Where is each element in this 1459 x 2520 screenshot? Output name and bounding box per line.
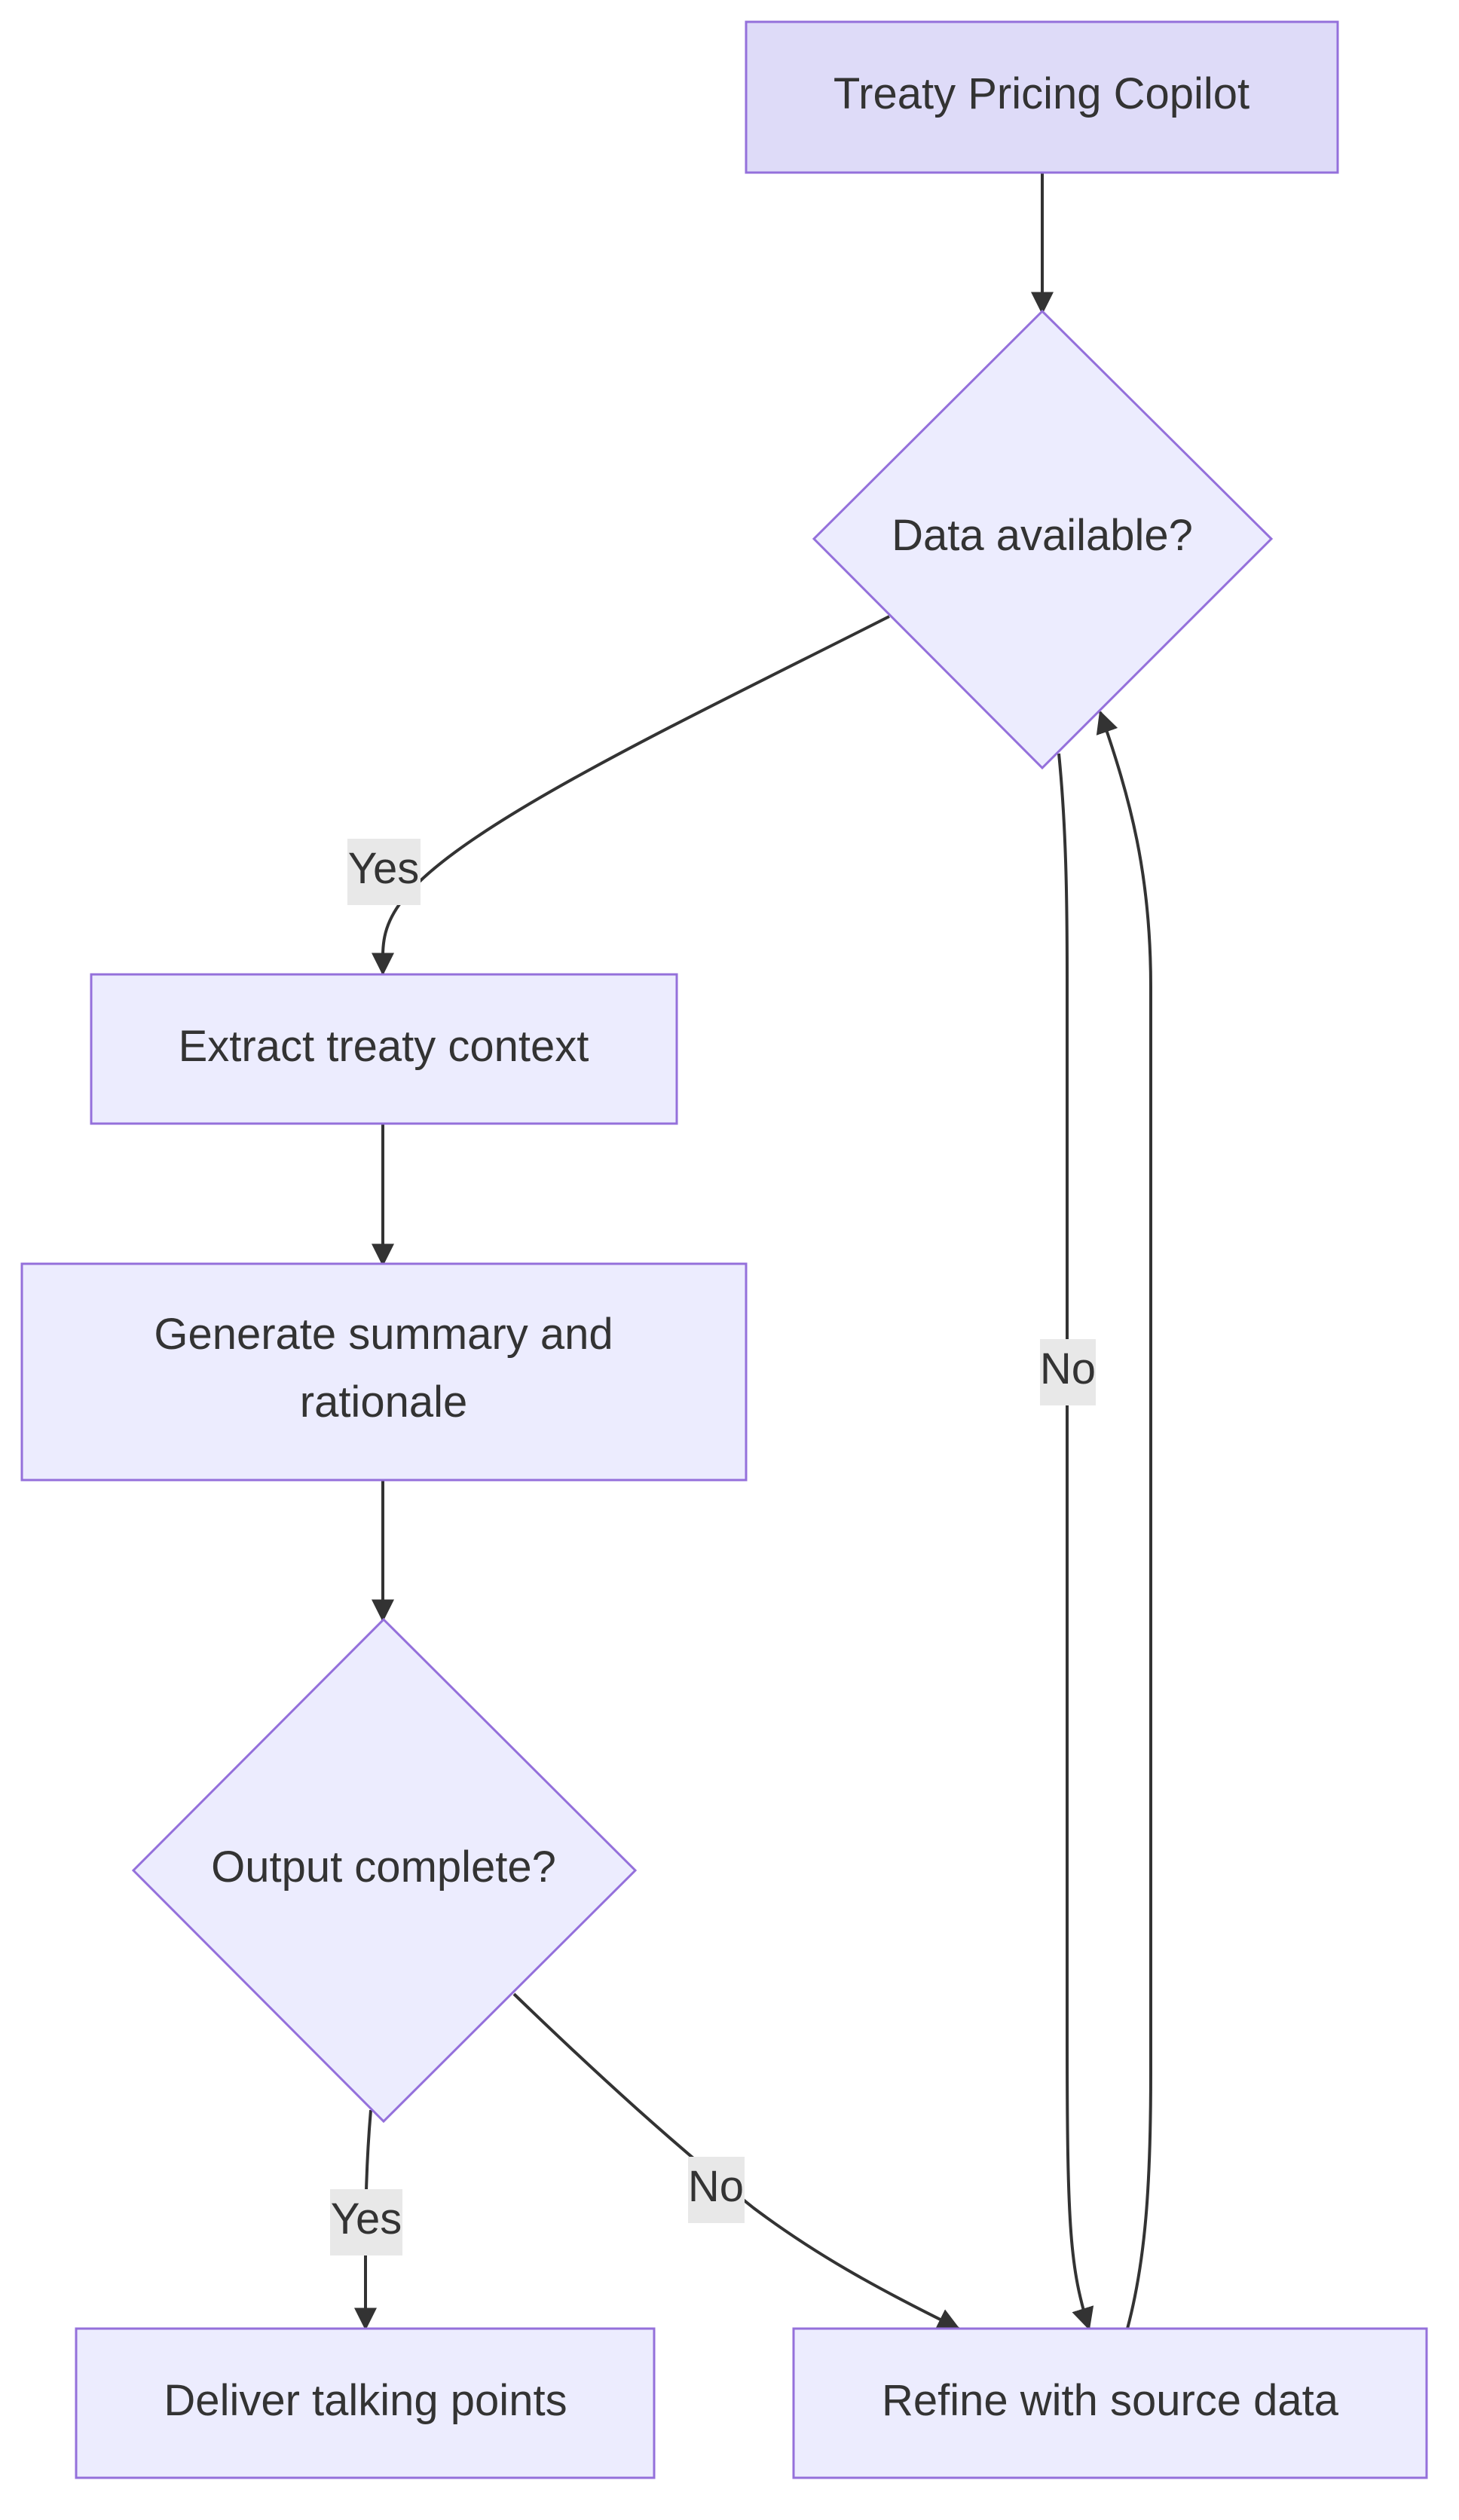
node-data-check-label: Data available? bbox=[892, 511, 1193, 560]
edge-data-no bbox=[1057, 753, 1094, 2331]
edge-data-yes bbox=[371, 615, 890, 976]
node-extract-label: Extract treaty context bbox=[179, 1022, 589, 1071]
node-generate-label-line1: Generate summary and bbox=[154, 1310, 613, 1359]
node-deliver: Deliver talking points bbox=[75, 2327, 656, 2479]
node-start-label: Treaty Pricing Copilot bbox=[833, 69, 1249, 118]
edge-label-output-no-text: No bbox=[688, 2162, 744, 2211]
edge-output-no bbox=[512, 1992, 961, 2330]
edge-label-data-yes-text: Yes bbox=[348, 844, 420, 893]
edge-label-output-no: No bbox=[688, 2157, 745, 2223]
node-deliver-label: Deliver talking points bbox=[164, 2376, 567, 2425]
edge-label-data-no-text: No bbox=[1040, 1344, 1096, 1393]
edge-label-data-yes: Yes bbox=[347, 839, 421, 905]
node-output-check: Output complete? bbox=[131, 1617, 638, 2124]
edge-label-data-no: No bbox=[1040, 1339, 1096, 1405]
node-data-check: Data available? bbox=[812, 309, 1274, 770]
node-extract: Extract treaty context bbox=[90, 973, 678, 1125]
edge-label-output-yes-text: Yes bbox=[331, 2194, 402, 2243]
node-output-check-label: Output complete? bbox=[211, 1843, 556, 1892]
node-refine-label: Refine with source data bbox=[882, 2376, 1339, 2425]
node-generate-label-line2: rationale bbox=[300, 1378, 467, 1427]
edge-label-output-yes: Yes bbox=[330, 2189, 402, 2255]
edge-refine-to-data-check bbox=[1096, 710, 1152, 2329]
node-refine: Refine with source data bbox=[792, 2327, 1428, 2479]
node-generate: Generate summary and rationale bbox=[20, 1262, 748, 1482]
node-start: Treaty Pricing Copilot bbox=[745, 20, 1339, 174]
